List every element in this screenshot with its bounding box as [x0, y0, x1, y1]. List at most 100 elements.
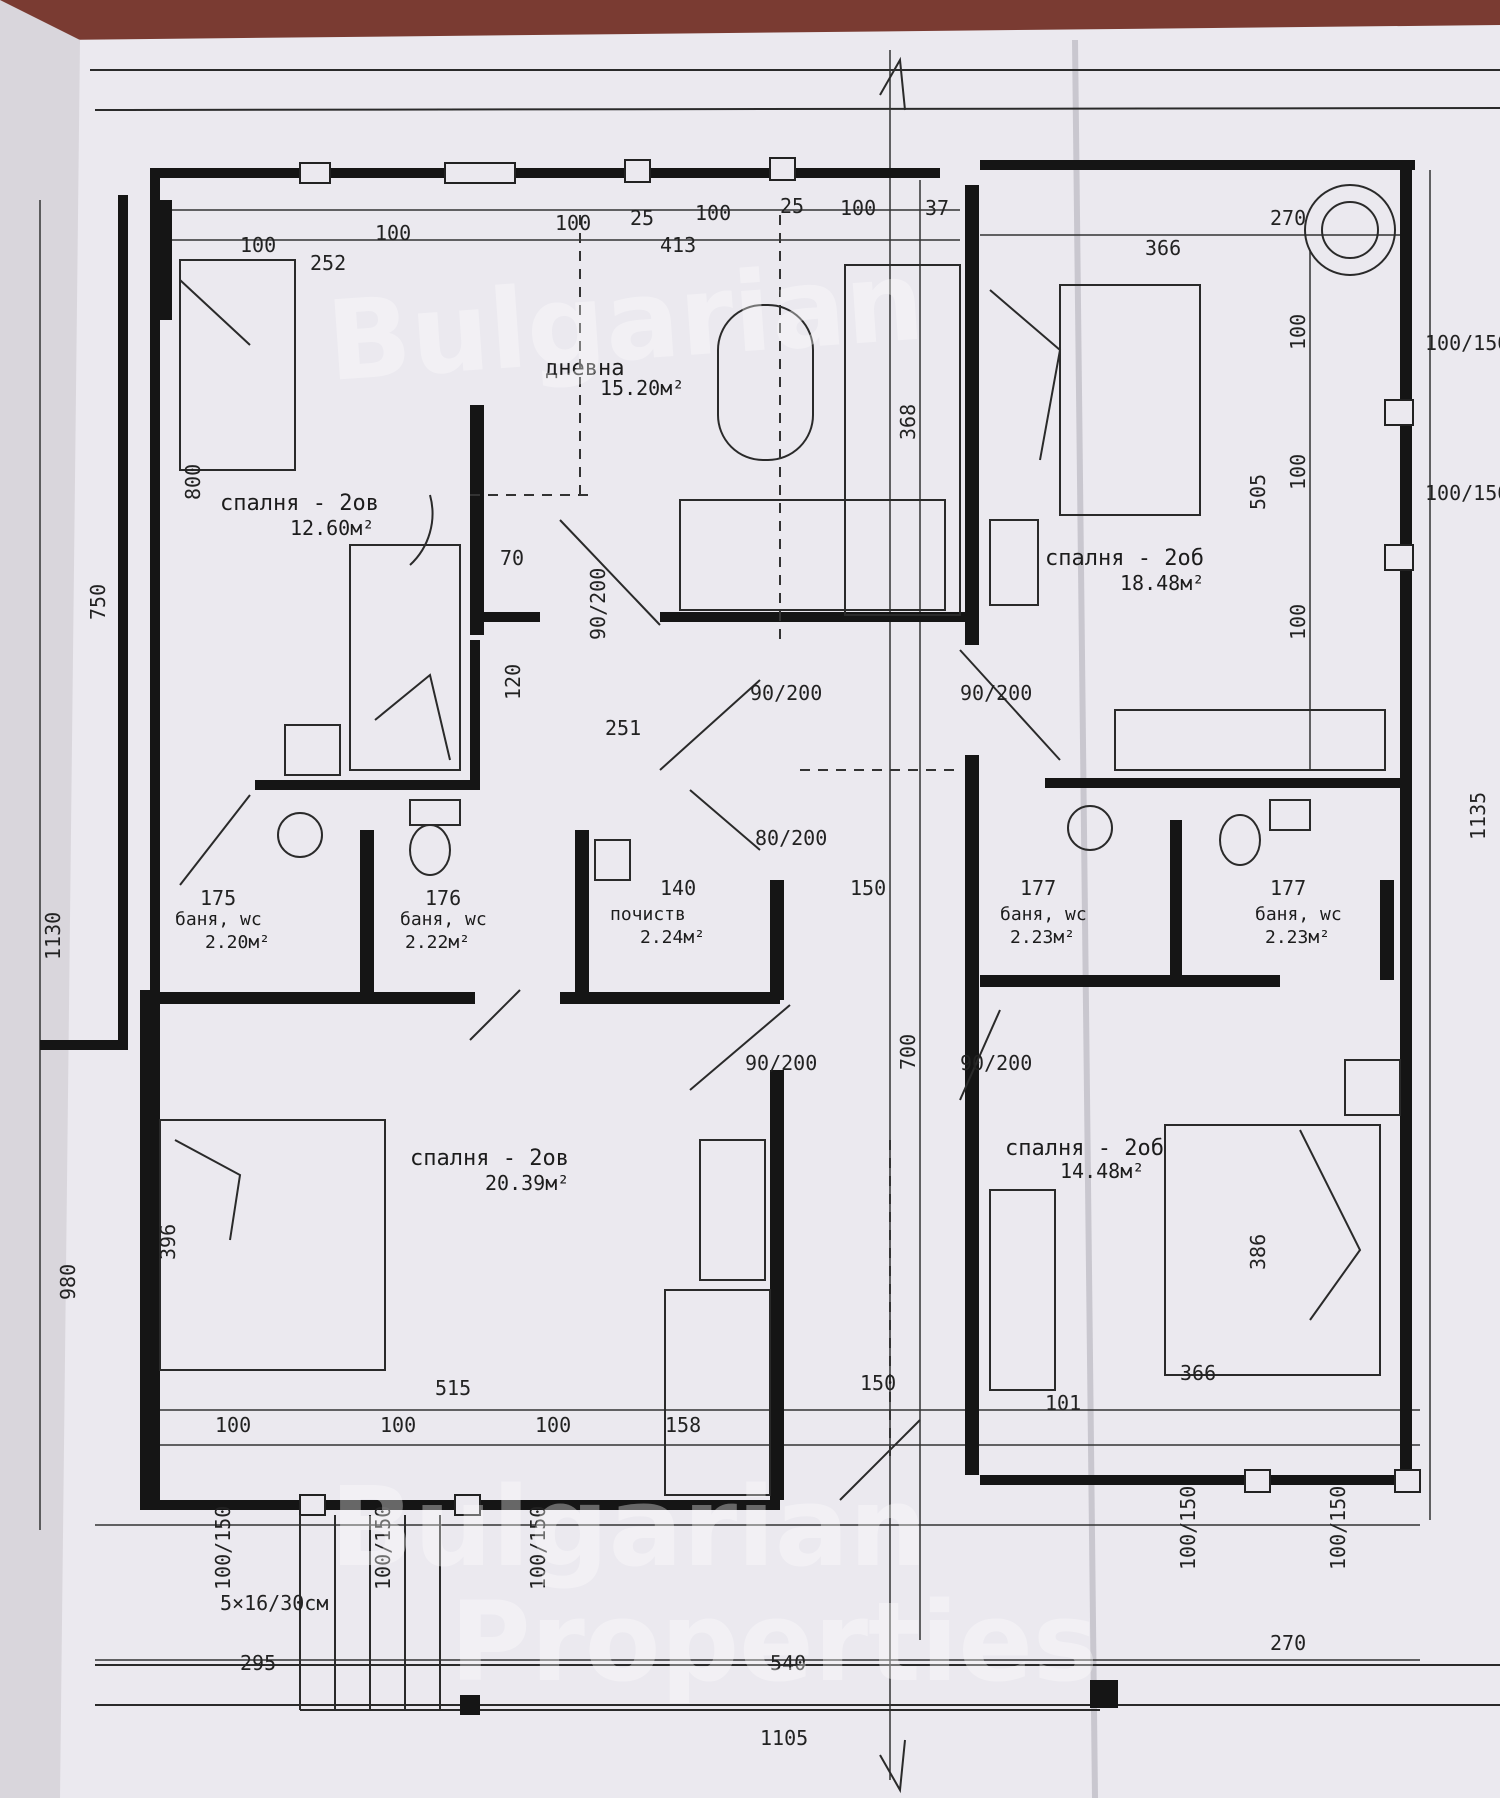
svg-text:101: 101	[1045, 1391, 1081, 1415]
svg-text:90/200: 90/200	[960, 681, 1032, 705]
svg-text:980: 980	[56, 1264, 80, 1300]
svg-text:120: 120	[501, 664, 525, 700]
svg-text:1130: 1130	[41, 912, 65, 960]
svg-text:90/200: 90/200	[745, 1051, 817, 1075]
svg-text:100/150: 100/150	[1425, 331, 1500, 355]
svg-text:366: 366	[1145, 236, 1181, 260]
svg-text:700: 700	[896, 1034, 920, 1070]
stove-ne	[1304, 184, 1396, 276]
svg-text:251: 251	[605, 716, 641, 740]
svg-text:295: 295	[240, 1651, 276, 1675]
svg-text:100: 100	[535, 1413, 571, 1437]
dimension-labels: 413 100 100 100 100 100 25 25 252 37 270…	[41, 194, 1500, 1750]
room-area-storage: 2.24м²	[640, 927, 705, 948]
room-name-bath-2: баня, wc	[400, 909, 487, 930]
svg-text:177: 177	[1020, 876, 1056, 900]
svg-text:150: 150	[860, 1371, 896, 1395]
svg-text:800: 800	[181, 464, 205, 500]
svg-text:270: 270	[1270, 1631, 1306, 1655]
svg-text:100/150: 100/150	[1326, 1486, 1350, 1570]
svg-text:1135: 1135	[1466, 792, 1490, 840]
svg-text:386: 386	[1246, 1234, 1270, 1270]
room-area-bath-4: 2.23м²	[1265, 927, 1330, 948]
svg-text:505: 505	[1246, 474, 1270, 510]
svg-text:25: 25	[780, 194, 804, 218]
bed-nw	[179, 259, 296, 471]
room-name-bedroom-se: спалня - 2об	[1005, 1136, 1164, 1161]
wardrobe-se	[989, 1189, 1056, 1391]
room-area-bath-3: 2.23м²	[1010, 927, 1075, 948]
svg-text:100/150: 100/150	[526, 1506, 550, 1590]
wardrobe-sw	[664, 1289, 771, 1496]
svg-text:540: 540	[770, 1651, 806, 1675]
svg-text:100/150: 100/150	[371, 1506, 395, 1590]
room-labels: спалня - 2ов 12.60м² дневна 15.20м² спал…	[175, 356, 1342, 1195]
sofa-living	[679, 499, 946, 611]
svg-text:366: 366	[1180, 1361, 1216, 1385]
frame-top-inner	[94, 107, 1500, 111]
furniture	[159, 184, 1401, 1496]
door-swings	[174, 279, 1362, 1501]
room-area-bedroom-nw: 12.60м²	[290, 516, 374, 540]
svg-text:100: 100	[380, 1413, 416, 1437]
svg-text:90/200: 90/200	[750, 681, 822, 705]
svg-text:413: 413	[660, 233, 696, 257]
svg-text:396: 396	[156, 1224, 180, 1260]
svg-text:252: 252	[310, 251, 346, 275]
svg-text:1105: 1105	[760, 1726, 808, 1750]
svg-text:515: 515	[435, 1376, 471, 1400]
svg-text:100: 100	[1286, 604, 1310, 640]
svg-text:80/200: 80/200	[755, 826, 827, 850]
room-name-bedroom-ne: спалня - 2об	[1045, 546, 1204, 571]
interior-walls	[155, 185, 1400, 1500]
north-arrow-marker	[879, 56, 906, 1794]
svg-text:100/150: 100/150	[1176, 1486, 1200, 1570]
room-name-storage: почиств	[610, 904, 686, 925]
windows	[299, 157, 1421, 1516]
svg-text:176: 176	[425, 886, 461, 910]
toilet-4	[1219, 814, 1261, 866]
svg-text:70: 70	[500, 546, 524, 570]
wardrobe-living	[844, 264, 961, 616]
room-area-bedroom-ne: 18.48м²	[1120, 571, 1204, 595]
stairs-label: 5×16/30см	[220, 1591, 328, 1615]
dimension-lines	[39, 50, 1431, 1780]
svg-text:175: 175	[200, 886, 236, 910]
room-area-living: 15.20м²	[600, 376, 684, 400]
svg-text:270: 270	[1270, 206, 1306, 230]
room-area-bedroom-se: 14.48м²	[1060, 1159, 1144, 1183]
room-name-bath-4: баня, wc	[1255, 904, 1342, 925]
svg-text:100: 100	[375, 221, 411, 245]
room-area-bath-1: 2.20м²	[205, 932, 270, 953]
svg-text:37: 37	[925, 196, 949, 220]
svg-text:177: 177	[1270, 876, 1306, 900]
svg-text:25: 25	[630, 206, 654, 230]
room-name-bedroom-sw: спалня - 2ов	[410, 1146, 569, 1171]
room-name-bath-3: баня, wc	[1000, 904, 1087, 925]
svg-text:90/200: 90/200	[960, 1051, 1032, 1075]
svg-text:158: 158	[665, 1413, 701, 1437]
svg-text:100: 100	[840, 196, 876, 220]
svg-text:90/200: 90/200	[586, 568, 610, 640]
svg-text:140: 140	[660, 876, 696, 900]
basin-1	[277, 812, 323, 858]
entrance-stairs	[299, 1515, 1118, 1715]
svg-text:100: 100	[695, 201, 731, 225]
chest-sw	[699, 1139, 766, 1281]
room-name-living: дневна	[545, 356, 624, 381]
svg-text:150: 150	[850, 876, 886, 900]
room-area-bath-2: 2.22м²	[405, 932, 470, 953]
svg-text:100: 100	[555, 211, 591, 235]
wardrobe-nw	[349, 544, 461, 771]
book-spine-fold	[1072, 39, 1098, 1798]
watermark-line2-bottom: Properties	[450, 1578, 1098, 1706]
room-name-bedroom-nw: спалня - 2ов	[220, 491, 379, 516]
bed-ne	[1059, 284, 1201, 516]
svg-text:100/150: 100/150	[1425, 481, 1500, 505]
room-name-bath-1: баня, wc	[175, 909, 262, 930]
svg-text:750: 750	[86, 584, 110, 620]
svg-text:368: 368	[896, 404, 920, 440]
svg-text:100: 100	[1286, 454, 1310, 490]
